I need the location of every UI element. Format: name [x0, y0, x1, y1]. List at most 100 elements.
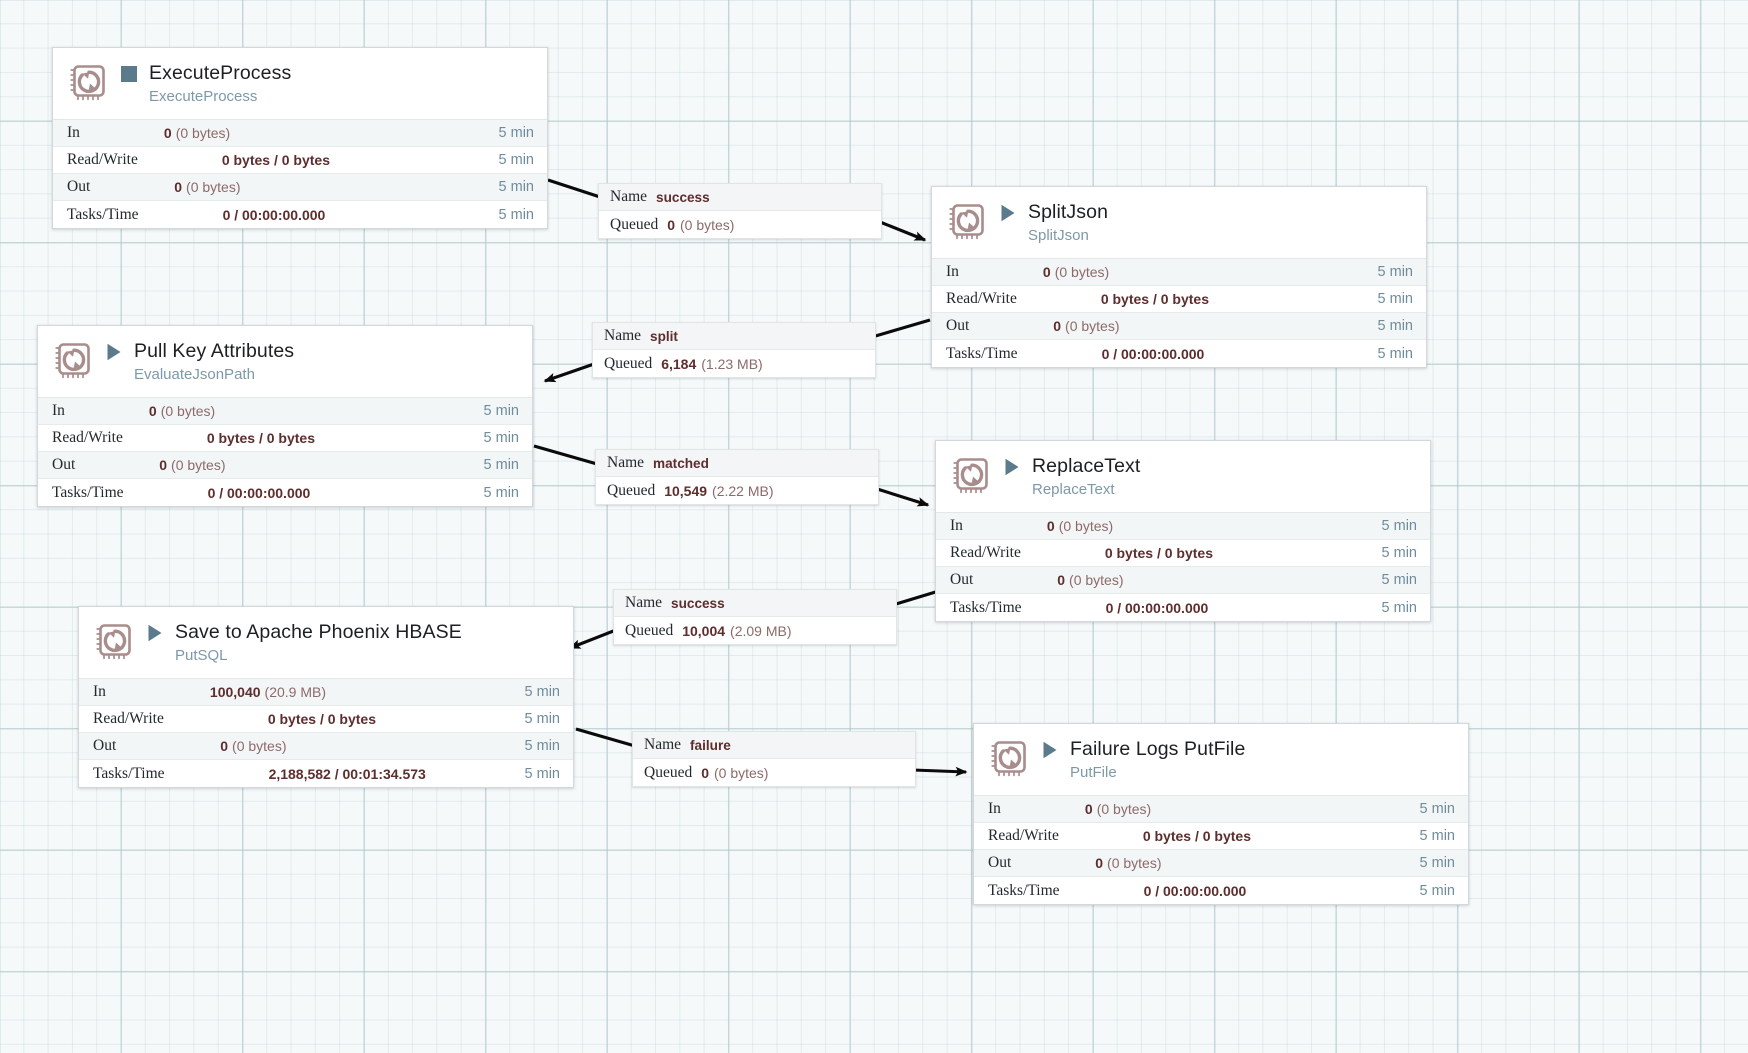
- edge-save-to-apache-phoenix-hbase-to-failure[interactable]: [575, 727, 636, 748]
- stat-value-wrap: 0(0 bytes): [1085, 801, 1151, 817]
- stat-value: 100,040: [209, 684, 261, 700]
- stat-label: Out: [93, 737, 117, 754]
- stat-unit: (0 bytes): [1065, 318, 1120, 334]
- stat-time-window: 5 min: [524, 765, 560, 782]
- connection-queued-count: 6,184: [661, 355, 697, 372]
- stat-label: In: [988, 800, 1001, 817]
- connection-name-row: Name success: [599, 184, 881, 211]
- stop-square-icon[interactable]: [119, 65, 139, 87]
- stat-value: 0 bytes / 0 bytes: [267, 711, 376, 727]
- processor-name: Pull Key Attributes: [134, 340, 295, 362]
- stat-value: 0: [1084, 801, 1093, 817]
- stat-value-area: 0(0 bytes)5 min: [963, 513, 1417, 539]
- stat-time-window: 5 min: [1381, 518, 1417, 534]
- stat-unit: (0 bytes): [232, 738, 287, 754]
- play-triangle-icon[interactable]: [998, 204, 1018, 226]
- stat-value-area: 0(0 bytes) 5 min: [1001, 796, 1455, 822]
- processor-chip-icon: [950, 454, 994, 498]
- stat-value-area: 0(0 bytes)5 min: [90, 174, 534, 200]
- stat-value: 0: [1057, 572, 1066, 588]
- stat-label: In: [950, 517, 963, 534]
- edge-pull-key-attributes-to-matched[interactable]: [533, 444, 598, 466]
- edge-matched-to-replace-text[interactable]: [873, 486, 930, 507]
- stat-label: Read/Write: [950, 544, 1021, 561]
- stat-value-area: 2,188,582 / 00:01:34.573 5 min: [165, 760, 560, 787]
- edge-success-to-split-json[interactable]: [879, 220, 927, 242]
- stat-value: 0 / 00:00:00.000: [222, 206, 326, 223]
- stat-time-window: 5 min: [524, 711, 560, 727]
- stat-value: 2,188,582 / 00:01:34.573: [268, 765, 426, 782]
- stat-time-window: 5 min: [1419, 801, 1455, 817]
- stat-time-window: 5 min: [1381, 545, 1417, 561]
- stat-row: In 0(0 bytes) 5 min: [974, 796, 1468, 823]
- play-triangle-icon[interactable]: [1040, 741, 1060, 763]
- connection-queued-size: (2.22 MB): [712, 482, 774, 499]
- edge-split-json-to-split-label[interactable]: [871, 318, 931, 339]
- connection-name-key: Name: [610, 188, 648, 205]
- processor-chip-icon: [52, 339, 96, 383]
- connection-name-value: matched: [653, 455, 709, 471]
- processor-name: ExecuteProcess: [149, 62, 292, 84]
- edge-execute-process-to-split-json[interactable]: [547, 178, 601, 199]
- stat-value-wrap: 0 / 00:00:00.000: [1102, 346, 1205, 362]
- stat-value-wrap: 0 / 00:00:00.000: [1106, 600, 1209, 616]
- edge-split-to-pull-key-attributes[interactable]: [543, 362, 595, 383]
- edge-failure-to-failure-logs-putfile[interactable]: [912, 766, 968, 777]
- stat-value: 0: [1095, 855, 1104, 871]
- play-triangle-icon[interactable]: [1002, 458, 1022, 480]
- stat-value: 0 / 00:00:00.000: [1105, 599, 1209, 616]
- stat-time-window: 5 min: [498, 206, 534, 223]
- stat-value-wrap: 2,188,582 / 00:01:34.573: [269, 766, 426, 782]
- play-triangle-icon[interactable]: [145, 624, 165, 646]
- stat-value: 0: [148, 403, 157, 419]
- stat-label: Tasks/Time: [988, 881, 1060, 899]
- connection-name-value: success: [656, 189, 710, 205]
- edge-success-to-save-to-apache-phoenix-hbase[interactable]: [568, 628, 617, 650]
- stat-unit: (0 bytes): [1058, 518, 1114, 534]
- stat-value: 0 bytes / 0 bytes: [221, 152, 330, 168]
- stat-value-wrap: 0(0 bytes): [1053, 318, 1119, 334]
- stat-unit: (0 bytes): [1054, 264, 1110, 280]
- stat-time-window: 5 min: [1381, 599, 1417, 616]
- stat-value-wrap: 0(0 bytes): [159, 457, 225, 473]
- stat-value-area: 0(0 bytes)5 min: [116, 733, 560, 759]
- stat-value-area: 0(0 bytes)5 min: [1011, 850, 1455, 876]
- stat-value-wrap: 0(0 bytes): [1043, 264, 1109, 280]
- stat-value-area: 0(0 bytes)5 min: [75, 452, 519, 478]
- stat-unit: (0 bytes): [1096, 801, 1152, 817]
- play-triangle-icon[interactable]: [104, 343, 124, 365]
- connection-queued-key: Queued: [607, 481, 656, 499]
- stat-value: 0 / 00:00:00.000: [207, 484, 311, 501]
- stat-value-wrap: 0 bytes / 0 bytes: [1105, 545, 1213, 561]
- stat-value: 0: [159, 457, 168, 473]
- stat-value-wrap: 0 bytes / 0 bytes: [207, 430, 315, 446]
